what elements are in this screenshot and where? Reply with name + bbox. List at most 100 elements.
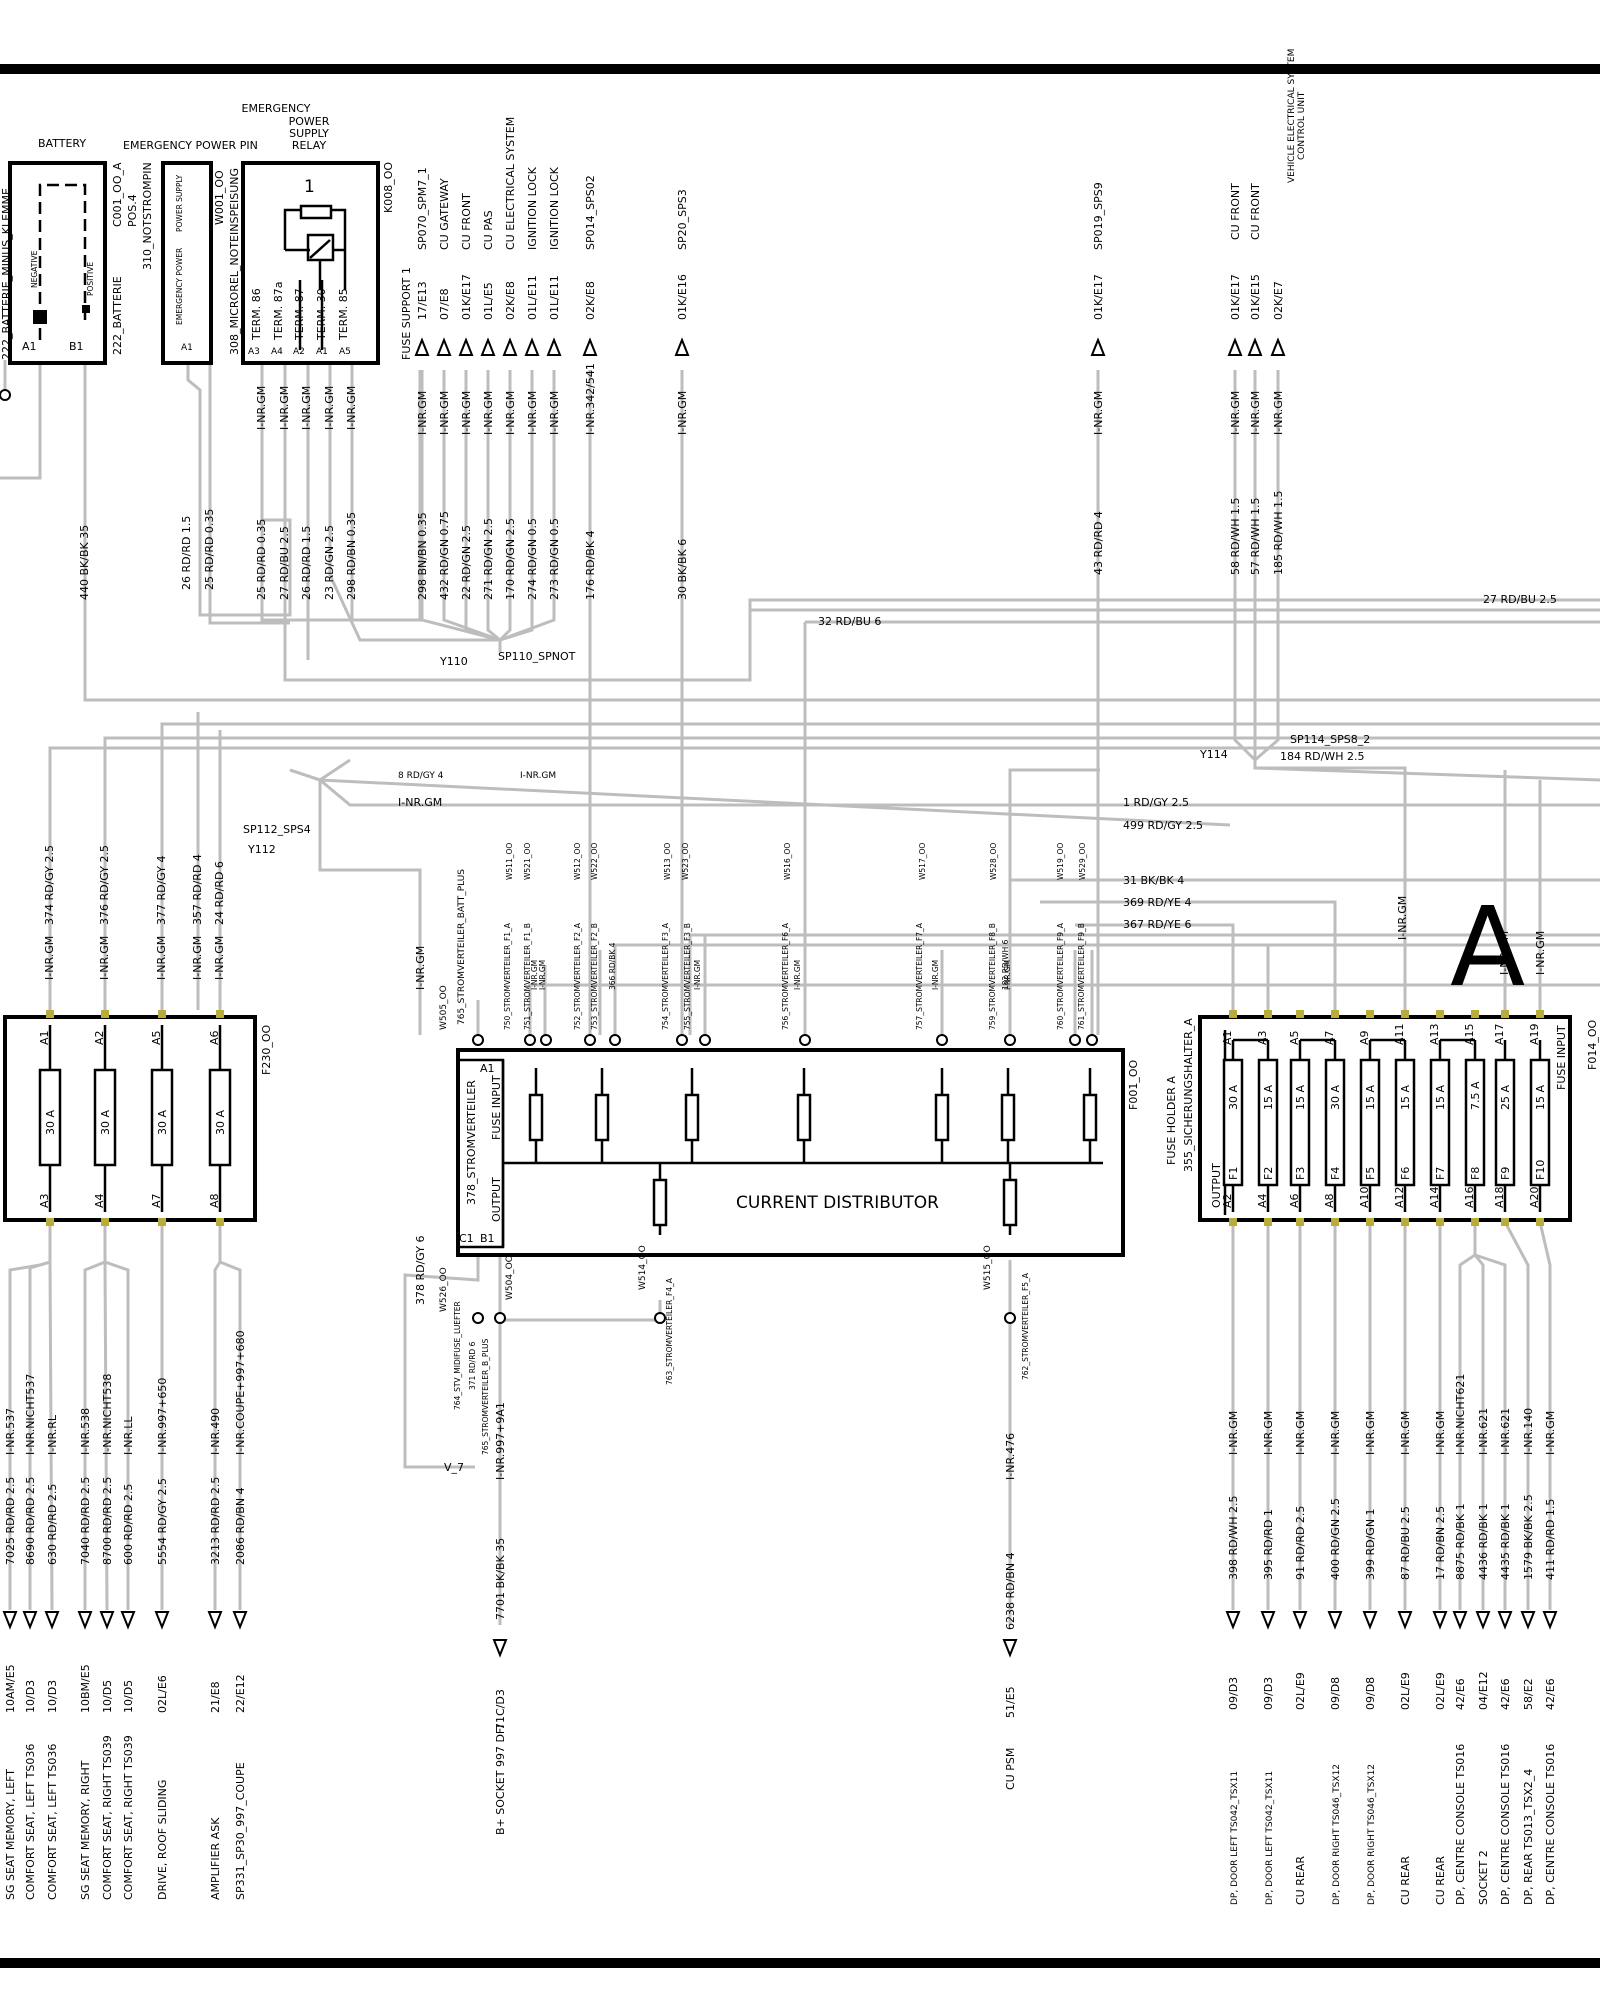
cd-top-strom: 761_STROMVERTEILER_F9_B (1077, 923, 1086, 1030)
connector-arrow-icon (1090, 337, 1106, 356)
terminal-pin (1331, 1218, 1339, 1226)
fh-fuse-name: F7 (1434, 1167, 1447, 1180)
bl-inr: I-NR.490 (209, 1408, 222, 1455)
fuse-rating: 30 A (214, 1110, 227, 1135)
cd-top-small: I-NR.GM (793, 960, 802, 990)
fh-fuse-rating: 15 A (1294, 1085, 1307, 1110)
cd-v7: V_7 (444, 1461, 464, 1474)
lfb-top-wire-4: 24 RD/RD 6 (213, 861, 226, 925)
current-distributor-frame (456, 1048, 1125, 1257)
fs-col-wire: 271 RD/GN 2.5 (482, 518, 495, 600)
fh-output: OUTPUT (1210, 1163, 1223, 1208)
fs-col-gm: I-NR.342/541 (584, 363, 597, 435)
br-inr: I-NR.GM (1434, 1411, 1447, 1455)
connector-arrow-icon (436, 337, 452, 356)
sps3-gm: I-NR.GM (676, 391, 689, 435)
cd-top-code: W522_OO (590, 843, 599, 880)
fuse-icon (1000, 1093, 1016, 1142)
br-inr: I-NR.GM (1294, 1411, 1307, 1455)
cd-cupsm: CU PSM (1004, 1748, 1017, 1790)
fs-col-top: CU PAS (482, 210, 495, 250)
br-label: DP, DOOR RIGHT TS046_TSX12 (1332, 1764, 1342, 1905)
sps9-gm: I-NR.GM (1092, 391, 1105, 435)
cd-l764: 764_STV_MIDIFUSE_LUEFTER (453, 1301, 462, 1410)
fh-fuse-name: F9 (1499, 1167, 1512, 1180)
splice-sp110: SP110_SPNOT (498, 650, 576, 663)
fuse-top-pin: A6 (208, 1030, 221, 1045)
fuse-icon (1082, 1093, 1098, 1142)
cu-front-top-1: VEHICLE ELECTRICAL SYSTEM (1287, 49, 1297, 183)
bl-code: 10/D3 (24, 1680, 37, 1713)
cd-w378: 378 RD/GY 6 (414, 1235, 427, 1305)
fs-col-wire: 274 RD/GN 0.5 (526, 518, 539, 600)
cd-top-code: W519_OO (1056, 843, 1065, 880)
ring-terminal-icon (799, 1034, 811, 1046)
bl-label: SG SEAT MEMORY, RIGHT (79, 1760, 92, 1900)
cd-l762: 762_STROMVERTEILER_F5_A (1021, 1272, 1030, 1380)
fs-col-gm: I-NR.GM (416, 391, 429, 435)
fs-col-gm: I-NR.GM (482, 391, 495, 435)
bl-inr: I-NR.COUPE+997+680 (234, 1330, 247, 1455)
emergency-pin-title: EMERGENCY POWER PIN (123, 139, 258, 152)
cu-front-group: VEHICLE ELECTRICAL SYSTEM CONTROL UNIT (1287, 49, 1307, 183)
relay-pin-0: A3 (248, 347, 260, 357)
fs-col-top: IGNITION LOCK (526, 166, 539, 250)
hwire-1: 1 RD/GY 2.5 (1123, 796, 1189, 809)
br-code: 09/D8 (1329, 1677, 1342, 1710)
relay-wire-labels: I-NR.GM I-NR.GM I-NR.GM I-NR.GM I-NR.GM … (78, 386, 358, 600)
br-label: DP, REAR TS013_TSX2_4 (1522, 1769, 1535, 1905)
relay-gm-4: I-NR.GM (345, 386, 358, 430)
terminal-pin (1436, 1218, 1444, 1226)
connector-arrow-icon (1432, 1611, 1448, 1630)
br-label: CU REAR (1434, 1856, 1447, 1905)
br-code: 09/D3 (1262, 1677, 1275, 1710)
cd-w7701: 7701 BK/BK 35 (494, 1538, 507, 1620)
terminal-pin (1536, 1010, 1544, 1018)
splice-y112: Y112 (247, 843, 276, 856)
fs-col-code: 07/E8 (438, 288, 451, 320)
bl-code: 22/E12 (234, 1674, 247, 1713)
fh-top-pin: A15 (1463, 1023, 1476, 1045)
sps9-code: 01K/E17 (1092, 274, 1105, 320)
connector-arrow-icon (120, 1611, 136, 1630)
fs-col-wire: 22 RD/GN 2.5 (460, 525, 473, 600)
connector-arrow-icon (77, 1611, 93, 1630)
ring-terminal-icon (1004, 1034, 1016, 1046)
cuf-col-gm: I-NR.GM (1249, 391, 1262, 435)
fs-col-top: SP014_SPS02 (584, 175, 597, 250)
fh-bottom-pin: A18 (1493, 1186, 1506, 1208)
terminal-pin (158, 1218, 166, 1226)
cuf-col-wire: 185 RD/WH 1.5 (1272, 491, 1285, 575)
bl-code: 10/D5 (122, 1680, 135, 1713)
relay-box (241, 161, 380, 365)
cd-top-small: I-NR.GM (530, 960, 539, 990)
emergency-pin-name: 310_NOTSTROMPIN (141, 162, 154, 270)
terminal-pin (1229, 1010, 1237, 1018)
fh-top-pin: A3 (1256, 1030, 1269, 1045)
cd-code: F001_OO (1127, 1060, 1140, 1110)
connector-arrow-icon (414, 337, 430, 356)
hwire-8: 8 RD/GY 4 (398, 771, 444, 781)
splice-sp112: SP112_SPS4 (243, 823, 311, 836)
cd-c51: 51/E5 (1004, 1686, 1017, 1718)
br-code: 02L/E9 (1399, 1672, 1412, 1710)
lfb-code: F230_OO (260, 1025, 273, 1075)
fs-col-wire: 176 RD/BK 4 (584, 530, 597, 600)
br-code: 02L/E9 (1434, 1672, 1447, 1710)
cd-top-strom: 755_STROMVERTEILER_F3_B (683, 923, 692, 1030)
relay-code2: K008_OO (382, 162, 395, 213)
battery-title: BATTERY (38, 137, 86, 150)
splice-sp114: SP114_SPS8_2 (1290, 733, 1370, 746)
lfb-gm-2: I-NR.GM (155, 936, 168, 980)
lfb-top-wire-1: 376 RD/GY 2.5 (98, 845, 111, 925)
cd-i997: I-NR.997+9A1 (494, 1402, 507, 1480)
fh-top-pin: A11 (1393, 1023, 1406, 1045)
terminal-pin (1401, 1218, 1409, 1226)
fh-fuse-rating: 15 A (1399, 1085, 1412, 1110)
terminal-pin (1501, 1010, 1509, 1018)
fh-top-pin: A19 (1528, 1023, 1541, 1045)
br-label: DP, CENTRE CONSOLE TS016 (1499, 1744, 1512, 1905)
cd-top-small: I-NR.GM (693, 960, 702, 990)
fuse-top-pin: A1 (38, 1030, 51, 1045)
